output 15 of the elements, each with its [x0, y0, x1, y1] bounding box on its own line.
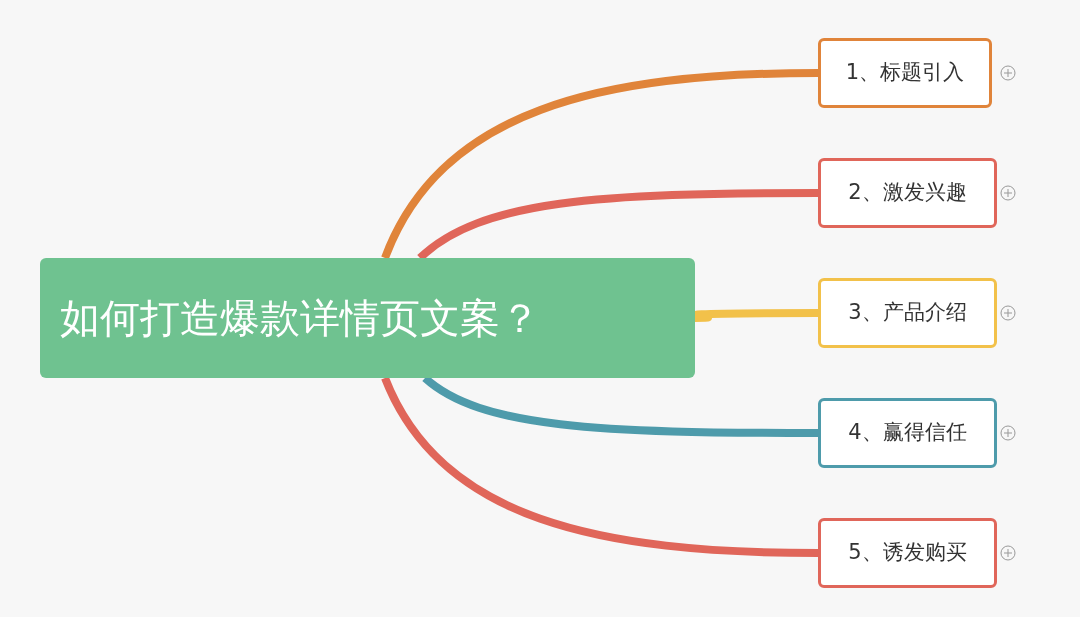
topic-box	[818, 38, 992, 108]
topic-text: 5、诱发购买	[848, 539, 967, 567]
topic-text: 3、产品介绍	[848, 299, 967, 327]
topic-text: 4、赢得信任	[848, 419, 967, 447]
topic-text: 如何打造爆款详情页文案？	[60, 294, 540, 343]
topic-box	[818, 518, 997, 588]
topic-box	[818, 398, 997, 468]
branch-connector	[381, 376, 819, 557]
topic-box	[818, 158, 997, 228]
topic-box	[818, 278, 997, 348]
branch-connector	[693, 309, 818, 322]
central-topic-box	[40, 258, 695, 378]
topic-text: 2、激发兴趣	[848, 179, 967, 207]
branch-connector	[381, 69, 819, 260]
topic-text: 1、标题引入	[845, 59, 965, 87]
